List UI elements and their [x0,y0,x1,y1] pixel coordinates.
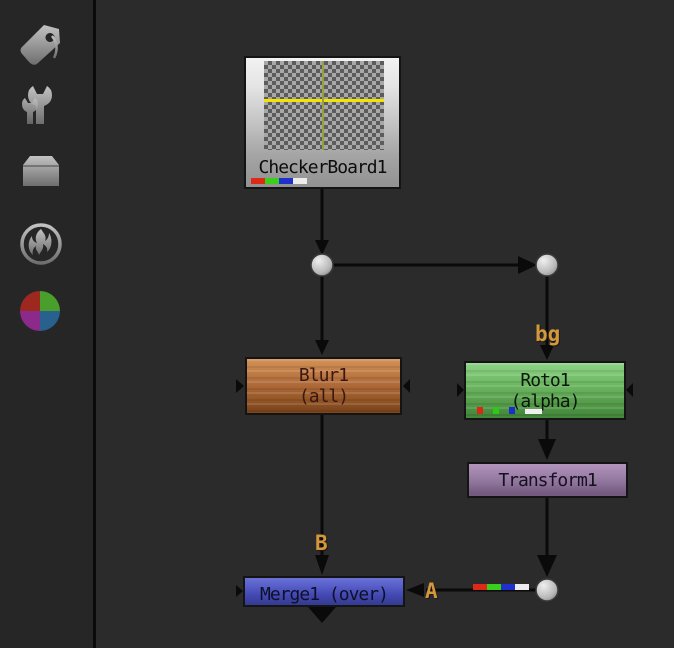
arrowhead-left [406,583,424,597]
channel-chip-blue [279,178,293,184]
node-label: Blur1 [298,365,349,386]
thumbnail-yellow-line [264,99,384,102]
arrowhead-down [540,345,554,360]
node-merge1[interactable]: Merge1 (over) [243,576,405,607]
arrowhead-down [315,240,329,255]
roto-right-input-arrow[interactable] [626,383,633,397]
color-wheel-icon[interactable] [17,288,63,334]
channel-chip-green [265,178,279,184]
input-label-a: A [425,579,438,603]
toolbar-sidebar [0,0,96,648]
arrowhead-down [538,439,556,460]
blur-left-input-arrow[interactable] [236,379,244,393]
blur-right-input-arrow[interactable] [403,379,410,393]
channel-chip-red [473,584,487,590]
input-label-bg: bg [535,322,561,346]
drawer-icon[interactable] [19,152,63,190]
node-roto1[interactable]: Roto1 (alpha) [464,361,626,420]
merge-left-input-arrow[interactable] [236,585,243,597]
wires-layer [236,189,633,623]
node-label: CheckerBoard1 [258,157,388,178]
node-transform1[interactable]: Transform1 [467,462,628,590]
roto-left-input-arrow[interactable] [457,383,464,397]
channel-chip-white [293,178,307,184]
node-graph-canvas[interactable]: CheckerBoard1 Blur1 (all) Roto1 (alpha) [96,0,674,648]
arrowhead-down [315,340,329,355]
channel-chip-white [525,409,542,414]
tag-icon[interactable] [19,22,63,66]
arrowhead-right [518,256,537,274]
thumbnail-center-line [322,61,324,150]
node-label: Merge1 (over) [260,584,389,605]
node-blur1[interactable]: Blur1 (all) [245,357,402,415]
node-label: Roto1 [520,369,570,391]
node-sublabel: (all) [298,386,349,407]
wrench-icon[interactable] [19,82,63,126]
channel-chip-red [251,178,265,184]
channel-chip-blue [501,584,515,590]
node-label: Transform1 [498,469,597,491]
checkerboard-thumbnail [264,61,384,150]
channel-chip-green [487,584,501,590]
channel-chip-white [515,584,529,590]
arrowhead-down [315,555,329,575]
dot-node-1[interactable] [310,253,334,277]
dot-node-3[interactable] [535,578,559,602]
flame-circle-icon[interactable] [17,220,65,268]
channel-chip-blue [509,407,515,414]
channel-chips [477,407,542,414]
channel-chip-red [477,407,483,414]
merge-output-arrow [308,607,336,623]
node-checkerboard1[interactable]: CheckerBoard1 [244,56,401,189]
input-label-b: B [315,531,328,555]
channel-chips [251,178,307,184]
channel-chip-green [493,407,499,414]
node-sublabel: (alpha) [510,390,581,412]
dot-node-2[interactable] [535,253,559,277]
arrowhead-down [537,555,557,577]
